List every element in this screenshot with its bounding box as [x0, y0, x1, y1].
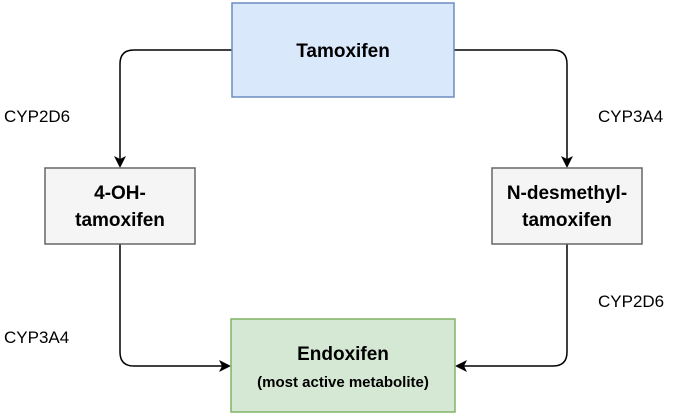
enzyme-label-tamoxifen-to-4oh: CYP2D6 [4, 107, 70, 126]
node-4oh-tamoxifen-line2: tamoxifen [75, 210, 165, 231]
node-4oh-tamoxifen-box [44, 167, 196, 245]
edge-4oh-to-endoxifen [119, 244, 231, 372]
node-n-desmethyl-tamoxifen-line1: N-desmethyl- [507, 183, 627, 204]
enzyme-label-4oh-to-endoxifen: CYP3A4 [4, 328, 69, 347]
enzyme-label-tamoxifen-to-ndesmethyl: CYP3A4 [598, 107, 663, 126]
node-endoxifen: Endoxifen (most active metabolite) [230, 318, 456, 413]
node-n-desmethyl-tamoxifen-box [491, 167, 643, 245]
node-4oh-tamoxifen: 4-OH- tamoxifen [44, 167, 196, 245]
node-n-desmethyl-tamoxifen: N-desmethyl- tamoxifen [491, 167, 643, 245]
node-endoxifen-box [230, 318, 456, 413]
node-tamoxifen-label: Tamoxifen [296, 41, 390, 62]
node-4oh-tamoxifen-line1: 4-OH- [94, 183, 146, 204]
enzyme-label-ndesmethyl-to-endoxifen: CYP2D6 [598, 292, 664, 311]
edge-tamoxifen-to-ndesmethyl [454, 49, 573, 168]
node-endoxifen-line1: Endoxifen [297, 344, 389, 365]
edge-tamoxifen-to-4oh [114, 49, 232, 168]
node-tamoxifen-box [231, 2, 455, 98]
node-n-desmethyl-tamoxifen-line2: tamoxifen [522, 210, 612, 231]
edge-ndesmethyl-to-endoxifen [455, 244, 568, 372]
node-endoxifen-line2: (most active metabolite) [257, 374, 429, 391]
node-tamoxifen: Tamoxifen [231, 2, 455, 98]
